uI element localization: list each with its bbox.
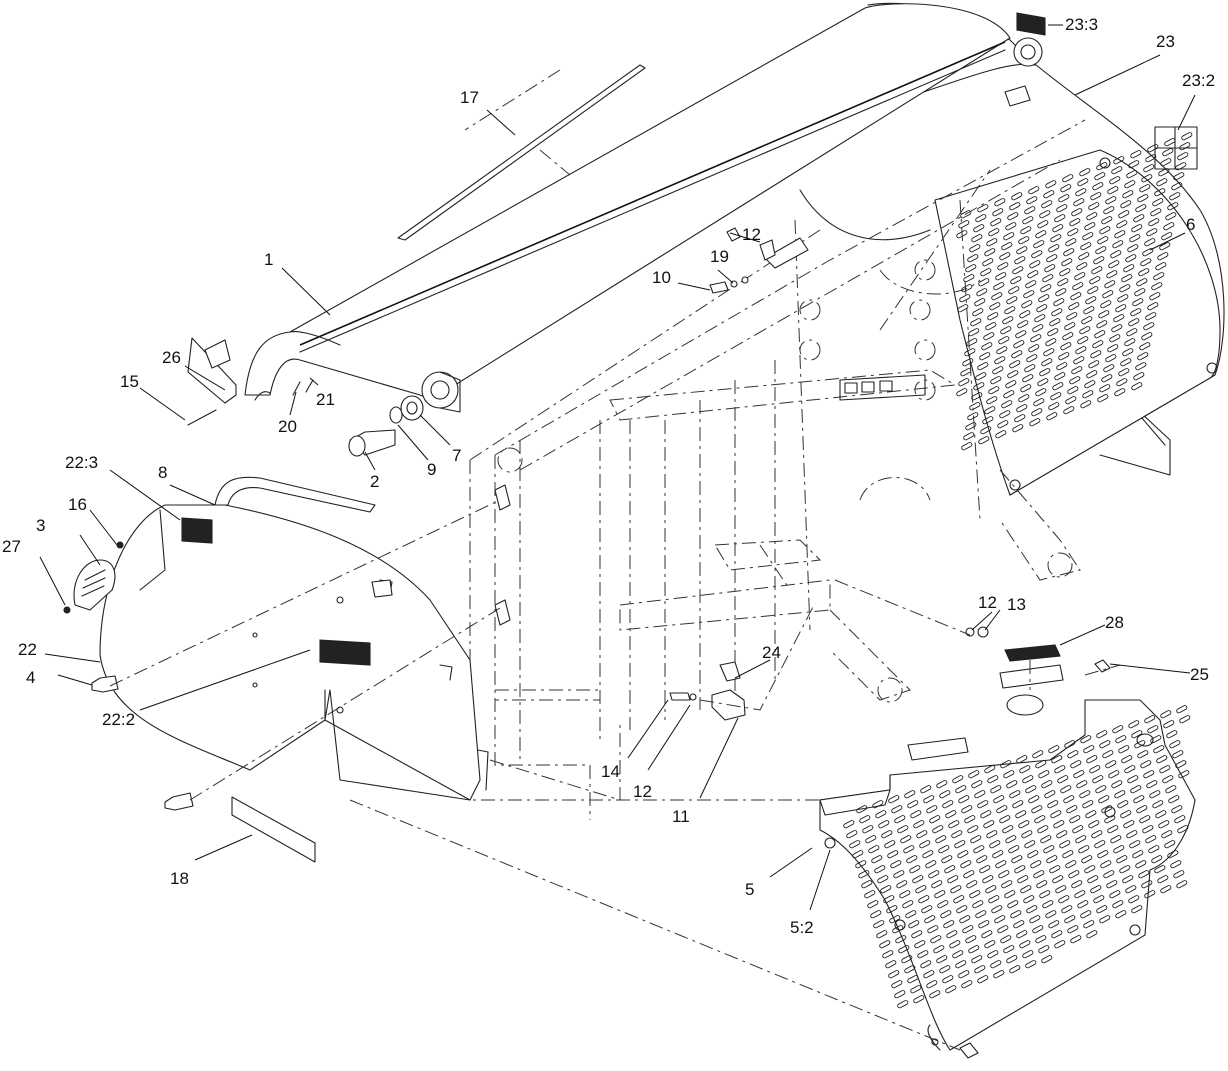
perforated-side-panel-right <box>934 132 1221 496</box>
callout-8: 8 <box>158 463 167 482</box>
callout-27: 27 <box>2 537 21 556</box>
callout-25: 25 <box>1190 665 1209 684</box>
callout-labels: 1 2 3 4 5 5:2 6 7 8 9 10 11 12 12 12 13 … <box>2 15 1215 937</box>
callout-5: 5 <box>745 880 754 899</box>
vent-slot-pattern-front <box>843 705 1191 1009</box>
callout-22-3: 22:3 <box>65 453 98 472</box>
callout-23: 23 <box>1156 32 1175 51</box>
callout-22-2: 22:2 <box>102 710 135 729</box>
left-side-panel <box>99 504 489 801</box>
hardware <box>91 85 1111 1059</box>
machine-frame-phantom <box>469 119 1086 820</box>
callout-4: 4 <box>26 668 35 687</box>
callout-20: 20 <box>278 417 297 436</box>
callout-12-top: 12 <box>742 225 761 244</box>
decal-22-3 <box>181 517 213 544</box>
callout-13: 13 <box>1007 595 1026 614</box>
callout-22: 22 <box>18 640 37 659</box>
callout-12-bottom: 12 <box>633 782 652 801</box>
callout-16: 16 <box>68 495 87 514</box>
frame-decal-strip <box>839 374 926 401</box>
decal-18 <box>231 796 316 863</box>
callout-1: 1 <box>264 250 273 269</box>
front-perforated-panel <box>819 664 1196 1051</box>
callout-21: 21 <box>316 390 335 409</box>
callout-15: 15 <box>120 372 139 391</box>
callout-10: 10 <box>652 268 671 287</box>
callout-19: 19 <box>710 247 729 266</box>
callout-23-3: 23:3 <box>1065 15 1098 34</box>
callout-26: 26 <box>162 348 181 367</box>
callout-12-right: 12 <box>978 593 997 612</box>
callout-9: 9 <box>427 460 436 479</box>
decal-23-3 <box>1016 12 1046 36</box>
decal-23-2 <box>1154 126 1198 170</box>
latch-3 <box>63 541 124 614</box>
seal-strip-8 <box>214 476 376 513</box>
callout-18: 18 <box>170 869 189 888</box>
decal-28 <box>1004 644 1061 662</box>
callout-23-2: 23:2 <box>1182 71 1215 90</box>
callout-3: 3 <box>36 516 45 535</box>
top-cover <box>244 3 1043 413</box>
callout-11: 11 <box>672 807 690 826</box>
decal-17 <box>397 64 646 241</box>
callout-6: 6 <box>1186 215 1195 234</box>
assembly-lines <box>109 69 1121 1051</box>
leader-lines <box>39 24 1196 911</box>
callout-2: 2 <box>370 472 379 491</box>
decal-22-2 <box>319 639 371 666</box>
callout-28: 28 <box>1105 613 1124 632</box>
callout-14: 14 <box>601 762 620 781</box>
callout-7: 7 <box>452 446 461 465</box>
callout-5-2: 5:2 <box>790 918 814 937</box>
callout-17: 17 <box>460 88 479 107</box>
callout-24: 24 <box>762 643 781 662</box>
